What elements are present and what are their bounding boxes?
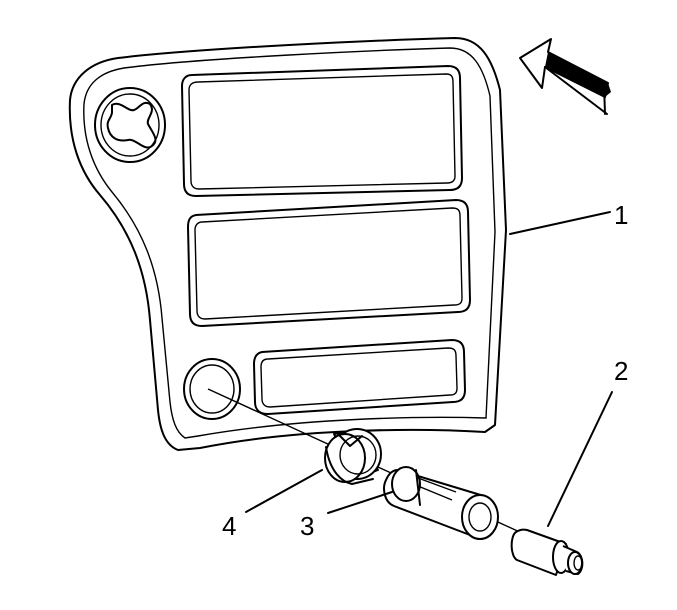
leader-line-4 [245, 469, 323, 513]
callout-4: 4 [222, 511, 236, 541]
trim-plate [68, 37, 507, 451]
middle-opening [187, 199, 471, 327]
vent-knob [94, 87, 166, 163]
leader-line-3 [327, 491, 393, 514]
upper-opening [181, 65, 463, 197]
lighter-base [383, 466, 499, 540]
lighter-hole [183, 358, 241, 420]
callout-3: 3 [300, 511, 314, 541]
callout-1: 1 [614, 200, 628, 230]
leader-line-2 [547, 391, 613, 527]
lighter-retainer [324, 428, 382, 485]
leader-line-1 [509, 211, 611, 235]
callout-2: 2 [614, 356, 628, 386]
direction-arrow-icon [519, 38, 611, 115]
lower-opening [253, 339, 466, 415]
lighter-element [510, 528, 584, 576]
